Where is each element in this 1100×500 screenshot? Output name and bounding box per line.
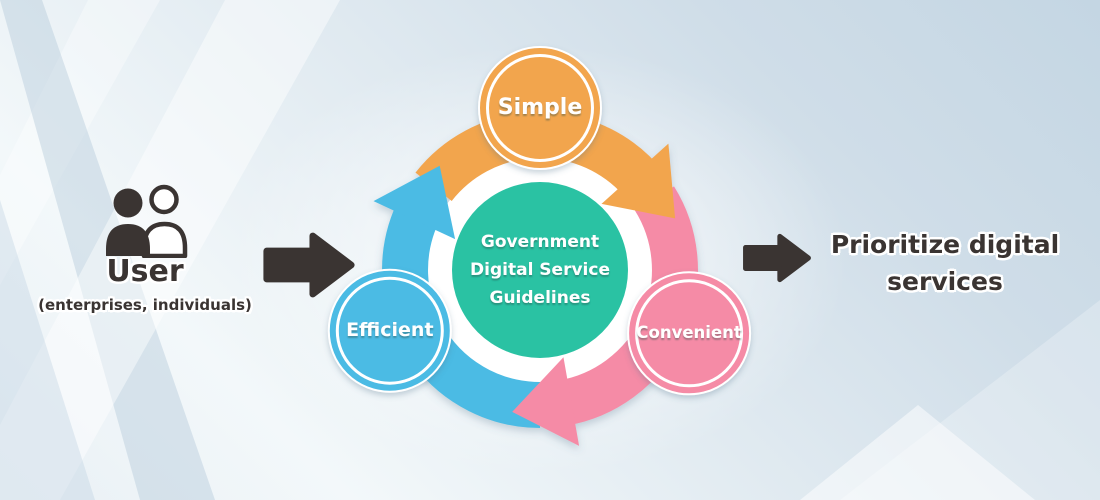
node-simple-inner-ring — [486, 54, 594, 162]
node-efficient: Efficient — [327, 268, 452, 393]
outcome-line1: Prioritize digital — [830, 230, 1060, 259]
node-convenient-circle — [627, 271, 752, 396]
user-subtitle: (enterprises, individuals) — [38, 296, 252, 314]
center-text-line3: Guidelines — [490, 288, 591, 308]
node-efficient-label: Efficient — [346, 319, 433, 341]
cycle-arrowhead-pink — [512, 357, 580, 446]
user-title: User — [106, 254, 184, 289]
node-convenient-inner-ring — [635, 279, 744, 388]
two-users-icon — [106, 184, 188, 258]
node-convenient-label: Convenient — [636, 323, 741, 342]
center-circle — [452, 182, 628, 358]
center-text-line1: Government — [481, 232, 599, 252]
cycle-arrowhead-blue — [373, 165, 456, 240]
center-text-line2: Digital Service — [470, 260, 610, 280]
outcome-text: Prioritize digital services — [800, 226, 1090, 300]
node-convenient: Convenient — [627, 271, 752, 396]
node-efficient-circle — [327, 268, 452, 393]
cycle-diagram: Government Digital Service Guidelines Si… — [327, 46, 752, 446]
outcome-line2: services — [887, 267, 1003, 296]
arrow-right-icon — [263, 232, 355, 298]
node-simple-label: Simple — [498, 95, 583, 120]
node-simple: Simple — [478, 46, 602, 170]
arrow-right-icon — [743, 233, 811, 283]
cycle-arrowhead-orange — [601, 143, 676, 219]
node-efficient-inner-ring — [335, 276, 444, 385]
node-simple-circle — [478, 46, 602, 170]
